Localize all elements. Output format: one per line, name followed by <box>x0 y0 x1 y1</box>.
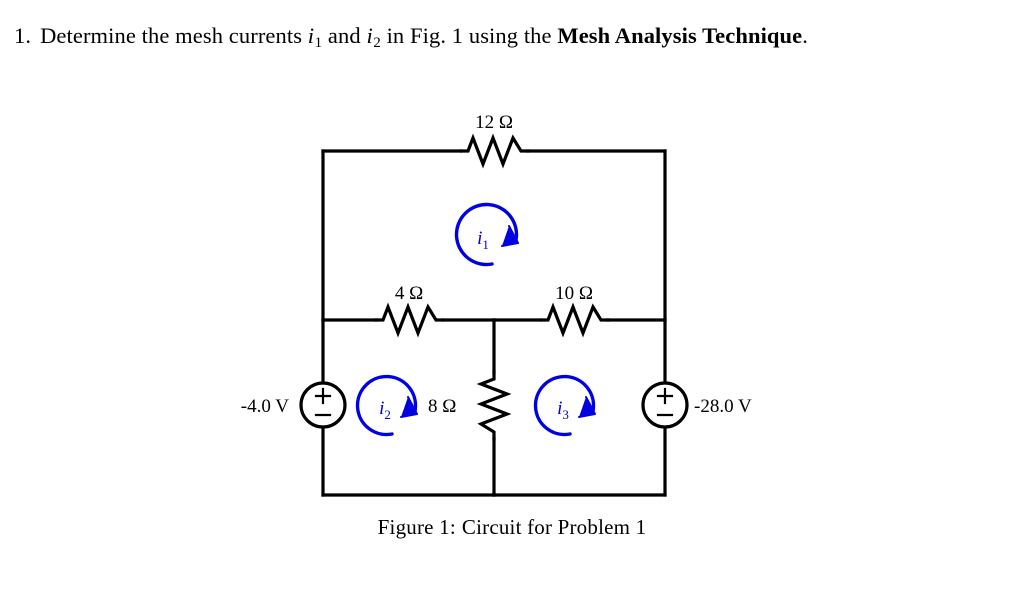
mesh-current-i2-subscript: 2 <box>384 407 391 422</box>
problem-emphasis: Mesh Analysis Technique <box>557 23 803 48</box>
resistor-8-ohm-body <box>476 370 512 441</box>
problem-conjunction: and <box>327 23 361 48</box>
mesh-current-i3-label: i3 <box>557 398 569 422</box>
mesh-current-i2-symbol: i <box>379 398 384 419</box>
problem-statement: 1.Determine the mesh currents i1 and i2 … <box>14 22 1010 52</box>
resistor-4-ohm-body <box>374 302 445 338</box>
mesh-current-i3-subscript: 3 <box>562 407 569 422</box>
mesh-current-i1-arc <box>454 202 519 267</box>
figure-caption: Figure 1:Circuit for Problem 1 <box>0 515 1024 540</box>
voltage-source-right-plus-icon <box>656 387 674 405</box>
mesh-current-i1-symbol: i <box>477 228 482 249</box>
symbol-i1-subscript: 1 <box>314 34 323 51</box>
mesh-current-i1-subscript: 1 <box>482 237 489 252</box>
mesh-current-i2-label: i2 <box>379 398 391 422</box>
mesh-current-i3-arc <box>533 374 596 437</box>
voltage-source-right-label: -28.0 V <box>694 396 752 417</box>
mesh-current-i1-label: i1 <box>477 228 489 252</box>
symbol-i1-base: i <box>307 23 315 48</box>
figure-caption-label: Figure 1: <box>377 515 456 539</box>
mesh-current-i1-arrowhead <box>501 225 519 247</box>
voltage-source-left-circle <box>299 381 347 429</box>
symbol-i2-base: i <box>366 23 373 48</box>
resistor-10-ohm-label: 10 Ω <box>555 283 593 304</box>
voltage-source-right-circle <box>641 381 689 429</box>
mesh-current-i2-arrowhead <box>400 396 418 418</box>
figure-caption-text: Circuit for Problem 1 <box>461 515 647 539</box>
mesh-current-i2-arc <box>355 374 418 437</box>
symbol-i1: i1 <box>307 23 323 51</box>
problem-text-lead: Determine the mesh currents <box>40 23 303 48</box>
resistor-12-ohm-body <box>459 133 530 169</box>
voltage-source-left-plus-icon <box>314 387 332 405</box>
resistor-10-ohm-body <box>539 302 610 338</box>
resistor-12-ohm-label: 12 Ω <box>475 112 513 133</box>
mesh-current-i3-symbol: i <box>557 398 562 419</box>
resistor-8-ohm-label: 8 Ω <box>428 396 456 417</box>
symbol-i2-subscript: 2 <box>373 34 381 51</box>
voltage-source-left-label: -4.0 V <box>241 396 289 417</box>
problem-number: 1. <box>14 23 32 48</box>
resistor-4-ohm-label: 4 Ω <box>395 283 423 304</box>
problem-text-tail: in Fig. 1 using the <box>386 23 552 48</box>
problem-period: . <box>802 23 808 48</box>
mesh-current-i3-arrowhead <box>578 396 596 418</box>
symbol-i2: i2 <box>366 23 381 51</box>
